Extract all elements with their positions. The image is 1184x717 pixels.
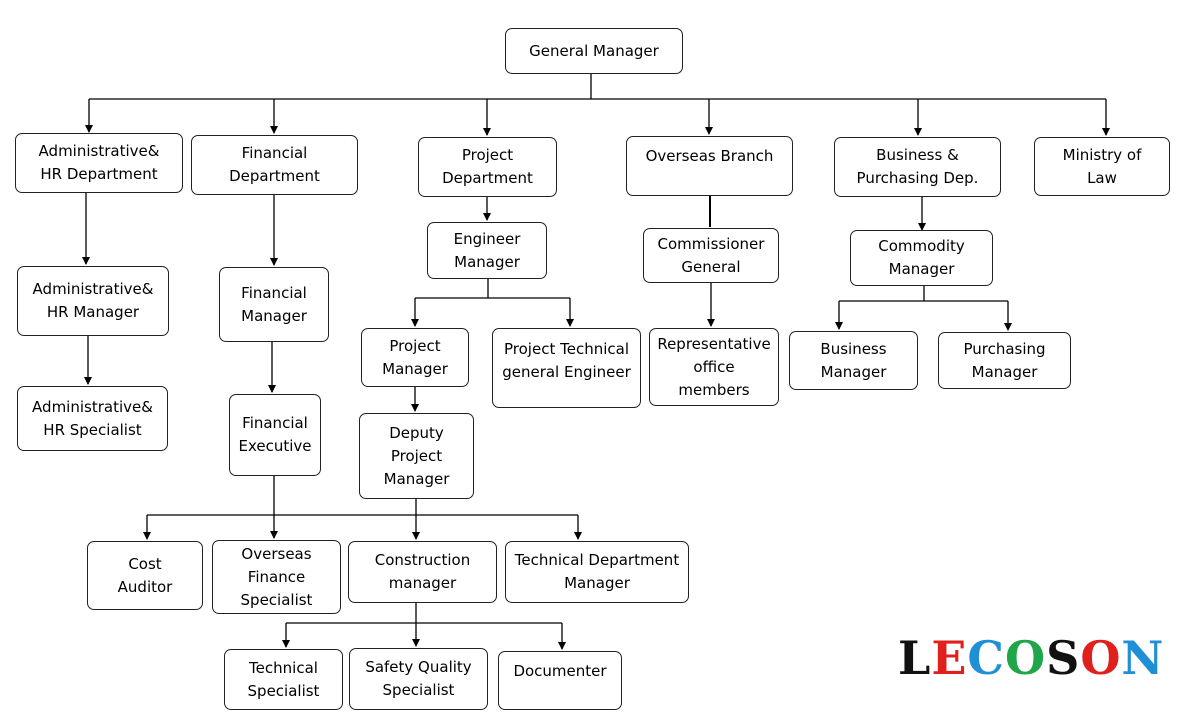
admin-hr-department-box: Administrative&HR Department [15,133,183,193]
logo-letter: S [1046,631,1081,685]
logo-letter: C [967,631,1006,685]
admin-hr-manager-box: Administrative&HR Manager [17,266,169,336]
general-manager-box: General Manager [505,28,683,74]
logo-letter: E [931,631,968,685]
business-purchasing-dep-box: Business &Purchasing Dep. [834,137,1001,197]
logo-letter: O [1080,631,1122,685]
lecoson-logo: LECOSON [898,632,1164,684]
documenter-box: Documenter [498,651,622,710]
logo-letter: N [1121,631,1165,685]
admin-hr-specialist-box: Administrative&HR Specialist [17,386,168,451]
logo-letter: O [1005,631,1047,685]
overseas-branch-box: Overseas Branch [626,136,793,196]
logo-letter: L [898,631,932,685]
